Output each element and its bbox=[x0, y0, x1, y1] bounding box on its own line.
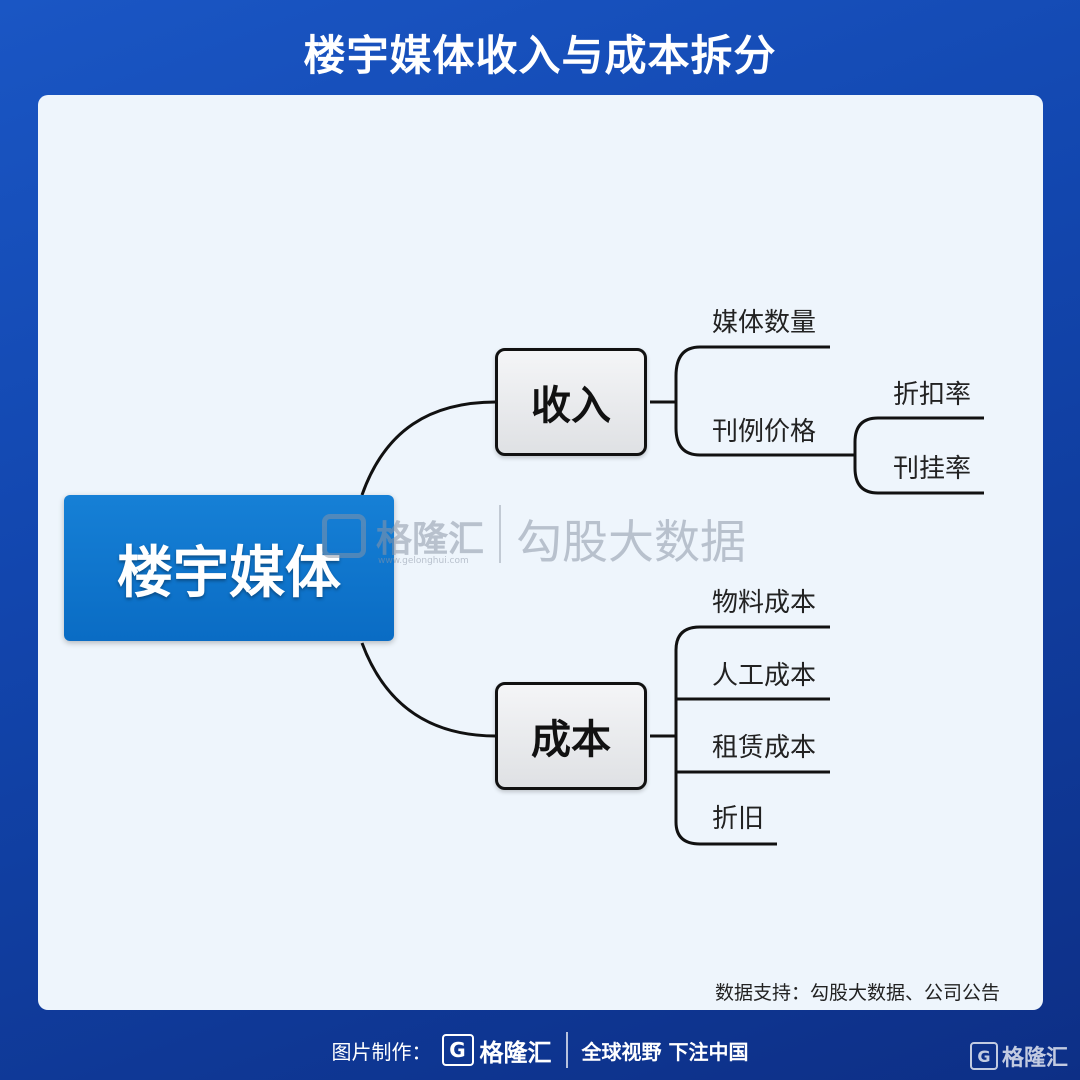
watermark-url: www.gelonghui.com bbox=[378, 556, 469, 566]
watermark-divider bbox=[499, 505, 501, 563]
leaf-discount-rate: 折扣率 bbox=[893, 380, 972, 410]
watermark-brand: 格隆汇 bbox=[376, 519, 485, 560]
footer-divider bbox=[565, 1032, 568, 1068]
node-income: 收入 bbox=[495, 348, 647, 456]
connector-price-children bbox=[852, 416, 984, 495]
leaf-material-cost: 物料成本 bbox=[712, 588, 817, 618]
leaf-list-hang-rate: 刊挂率 bbox=[893, 454, 972, 484]
footer-brand: 格隆汇 bbox=[479, 1038, 552, 1067]
leaf-depreciation: 折旧 bbox=[712, 804, 765, 834]
root-node: 楼宇媒体 bbox=[64, 495, 394, 641]
footer-logo-icon: G bbox=[441, 1034, 474, 1066]
footer: 图片制作： G 格隆汇 全球视野 下注中国 bbox=[0, 1030, 1080, 1070]
source-note: 数据支持：勾股大数据、公司公告 bbox=[714, 982, 1000, 1004]
watermark-partner: 勾股大数据 bbox=[516, 515, 746, 569]
corner-logo-icon: G bbox=[969, 1042, 998, 1070]
leaf-rent-cost: 租赁成本 bbox=[712, 733, 817, 763]
connector-income-children bbox=[650, 345, 852, 457]
connector-cost-children bbox=[650, 625, 830, 846]
connector-root-income bbox=[360, 400, 497, 496]
corner-logo: G 格隆汇 bbox=[969, 1040, 1068, 1072]
node-cost: 成本 bbox=[495, 682, 647, 790]
footer-made-by: 图片制作： bbox=[331, 1039, 432, 1064]
leaf-labor-cost: 人工成本 bbox=[712, 661, 817, 691]
page-title: 楼宇媒体收入与成本拆分 bbox=[303, 31, 777, 80]
leaf-list-price: 刊例价格 bbox=[712, 417, 817, 447]
watermark-logo-icon bbox=[322, 514, 366, 558]
corner-logo-brand: 格隆汇 bbox=[1001, 1046, 1068, 1071]
footer-slogan: 全球视野 下注中国 bbox=[581, 1039, 749, 1064]
leaf-media-count: 媒体数量 bbox=[712, 308, 817, 338]
connector-root-cost bbox=[360, 642, 497, 738]
